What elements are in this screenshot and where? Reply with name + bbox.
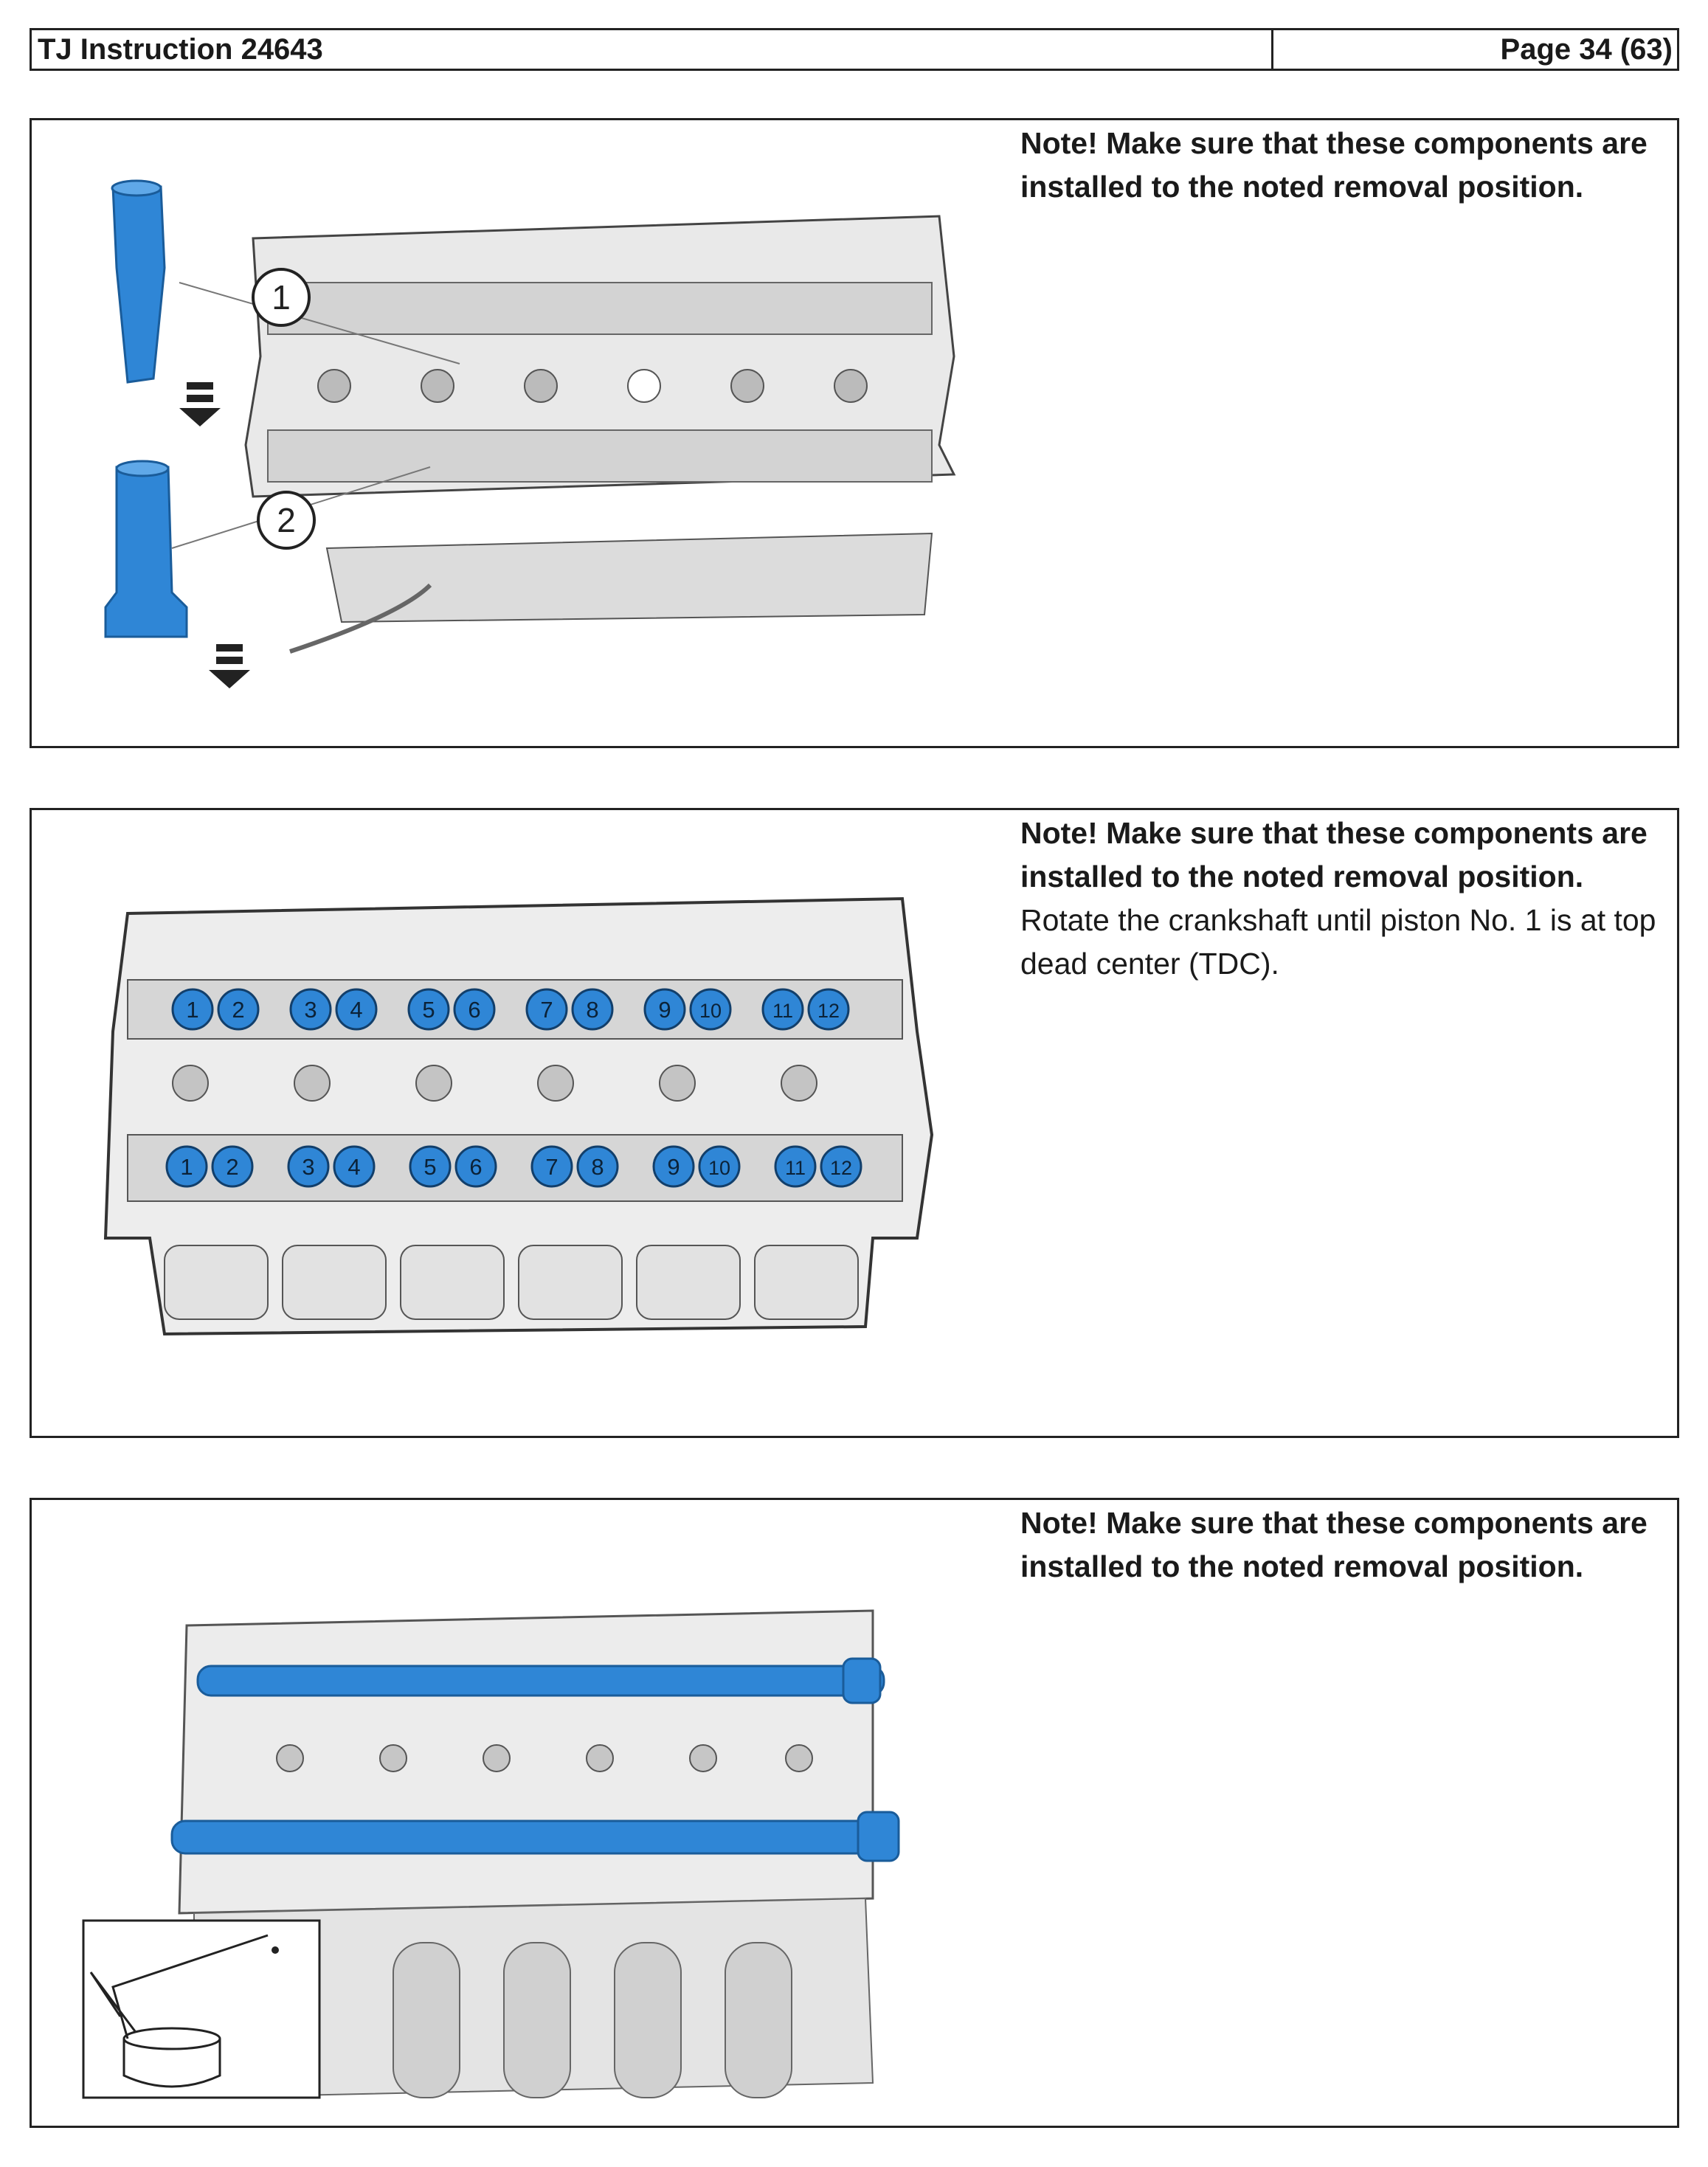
bottom-tappet-label: 6 bbox=[469, 1154, 482, 1180]
bottom-tappet-11: 11 bbox=[774, 1145, 817, 1188]
camshaft-illustration bbox=[82, 1609, 900, 2099]
top-tappet-label: 5 bbox=[422, 997, 435, 1023]
top-tappet-label: 10 bbox=[699, 1000, 722, 1022]
top-tappet-label: 2 bbox=[232, 997, 244, 1023]
bottom-tappet-4: 4 bbox=[333, 1145, 376, 1188]
top-tappet-2: 2 bbox=[217, 988, 260, 1031]
top-tappet-label: 12 bbox=[817, 1000, 840, 1022]
bottom-tappet-label: 2 bbox=[226, 1154, 238, 1180]
top-tappet-label: 3 bbox=[304, 997, 317, 1023]
step-1-panel: 1 2 Note! Make sure that these component… bbox=[30, 118, 1679, 748]
engine-head bbox=[103, 896, 934, 1336]
oil-can-inset bbox=[82, 1919, 321, 2099]
top-tappet-6: 6 bbox=[453, 988, 496, 1031]
tappet-tool-1 bbox=[111, 179, 166, 384]
tappet-tool-2 bbox=[104, 460, 188, 638]
page-header: TJ Instruction 24643 Page 34 (63) bbox=[30, 28, 1679, 71]
callout-1-label: 1 bbox=[272, 278, 291, 317]
intake-camshaft bbox=[196, 1657, 885, 1704]
top-tappet-10: 10 bbox=[689, 988, 732, 1031]
step-3-panel: Note! Make sure that these components ar… bbox=[30, 1498, 1679, 2128]
top-tappet-12: 12 bbox=[807, 988, 850, 1031]
step-3-text: Note! Make sure that these components ar… bbox=[1020, 1500, 1677, 1589]
bottom-tappet-label: 8 bbox=[591, 1154, 604, 1180]
bottom-tappet-label: 7 bbox=[545, 1154, 558, 1180]
bottom-tappet-10: 10 bbox=[698, 1145, 741, 1188]
top-tappet-7: 7 bbox=[525, 988, 568, 1031]
step-2-text: Note! Make sure that these components ar… bbox=[1020, 810, 1677, 986]
bottom-tappet-3: 3 bbox=[287, 1145, 330, 1188]
top-tappet-label: 1 bbox=[186, 997, 198, 1023]
engine-head bbox=[244, 215, 956, 654]
bottom-tappet-7: 7 bbox=[530, 1145, 573, 1188]
down-arrow-icon bbox=[179, 382, 221, 426]
bottom-tappet-label: 4 bbox=[348, 1154, 360, 1180]
top-tappet-11: 11 bbox=[761, 988, 804, 1031]
cylinder-head-illustration-1: 1 2 bbox=[104, 179, 956, 688]
page-number: Page 34 (63) bbox=[1500, 33, 1673, 66]
step-1-text: Note! Make sure that these components ar… bbox=[1020, 120, 1677, 209]
top-tappet-3: 3 bbox=[289, 988, 332, 1031]
bottom-tappet-12: 12 bbox=[820, 1145, 862, 1188]
bottom-tappet-label: 9 bbox=[667, 1154, 680, 1180]
callout-2: 2 bbox=[257, 491, 316, 550]
top-tappet-4: 4 bbox=[335, 988, 378, 1031]
top-tappet-label: 4 bbox=[350, 997, 362, 1023]
callout-2-label: 2 bbox=[277, 501, 296, 539]
top-tappet-label: 7 bbox=[540, 997, 553, 1023]
bottom-tappet-label: 5 bbox=[423, 1154, 436, 1180]
top-tappet-label: 11 bbox=[772, 1000, 793, 1022]
top-tappet-8: 8 bbox=[571, 988, 614, 1031]
bottom-tappet-8: 8 bbox=[576, 1145, 619, 1188]
top-tappet-9: 9 bbox=[643, 988, 686, 1031]
exhaust-camshaft bbox=[170, 1811, 900, 1862]
top-tappet-label: 8 bbox=[586, 997, 598, 1023]
top-tappet-5: 5 bbox=[407, 988, 450, 1031]
bottom-tappet-label: 10 bbox=[708, 1157, 730, 1179]
top-tappet-label: 6 bbox=[468, 997, 480, 1023]
step-1-note: Note! Make sure that these components ar… bbox=[1020, 126, 1648, 204]
bottom-tappet-label: 12 bbox=[830, 1157, 852, 1179]
bottom-tappet-2: 2 bbox=[211, 1145, 254, 1188]
bottom-tappet-label: 11 bbox=[785, 1157, 806, 1179]
step-2-instruction: Rotate the crankshaft until piston No. 1… bbox=[1020, 903, 1656, 981]
bottom-tappet-5: 5 bbox=[409, 1145, 452, 1188]
bottom-tappet-9: 9 bbox=[652, 1145, 695, 1188]
callout-1: 1 bbox=[252, 268, 311, 327]
top-tappet-1: 1 bbox=[171, 988, 214, 1031]
oil-can-icon bbox=[89, 1934, 279, 2088]
down-arrow-icon bbox=[209, 644, 250, 688]
bottom-tappet-label: 1 bbox=[180, 1154, 193, 1180]
step-2-note: Note! Make sure that these components ar… bbox=[1020, 816, 1648, 894]
bottom-tappet-1: 1 bbox=[165, 1145, 208, 1188]
step-3-note: Note! Make sure that these components ar… bbox=[1020, 1506, 1648, 1583]
top-tappet-label: 9 bbox=[658, 997, 671, 1023]
bottom-tappet-label: 3 bbox=[302, 1154, 314, 1180]
bottom-tappet-6: 6 bbox=[454, 1145, 497, 1188]
document-title: TJ Instruction 24643 bbox=[32, 30, 1273, 69]
